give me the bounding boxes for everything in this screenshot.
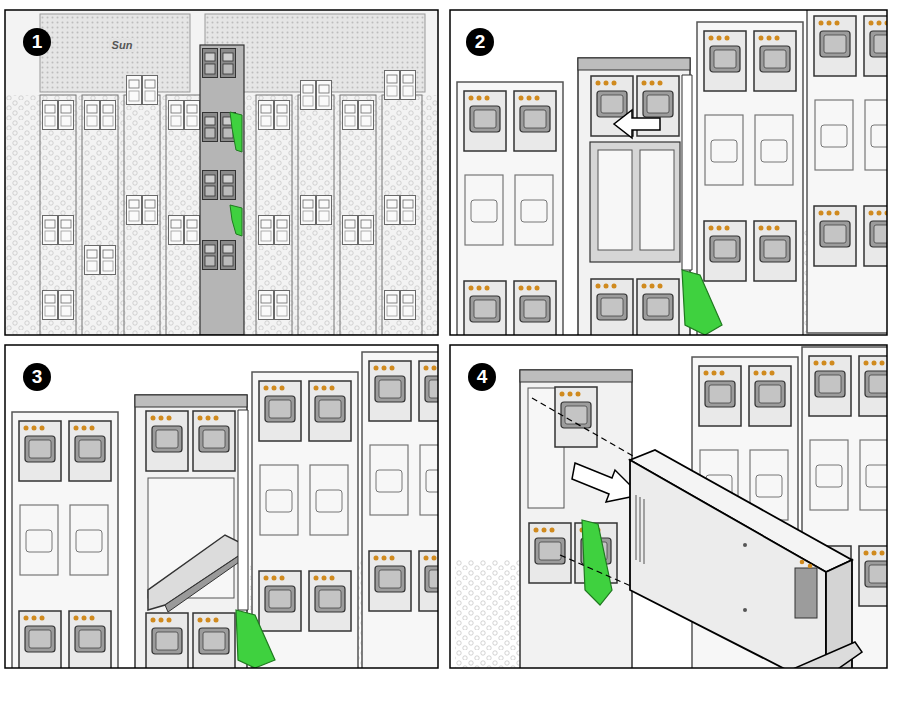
target-blade [135, 395, 275, 668]
latch-open-view [5, 345, 438, 668]
brand-logo: Sun [109, 38, 136, 52]
target-blade [578, 58, 722, 335]
alignment-lines [532, 398, 640, 590]
selected-blade [200, 45, 244, 335]
target-blade [520, 370, 632, 668]
callout-number: 1 [23, 28, 51, 56]
callout-number: 3 [23, 363, 51, 391]
chassis-overview [5, 10, 438, 335]
drive-removal-view [450, 345, 887, 668]
blade-closeup [450, 10, 887, 335]
callout-number: 4 [468, 363, 496, 391]
callout-number: 2 [466, 28, 494, 56]
hard-drive [630, 450, 862, 668]
